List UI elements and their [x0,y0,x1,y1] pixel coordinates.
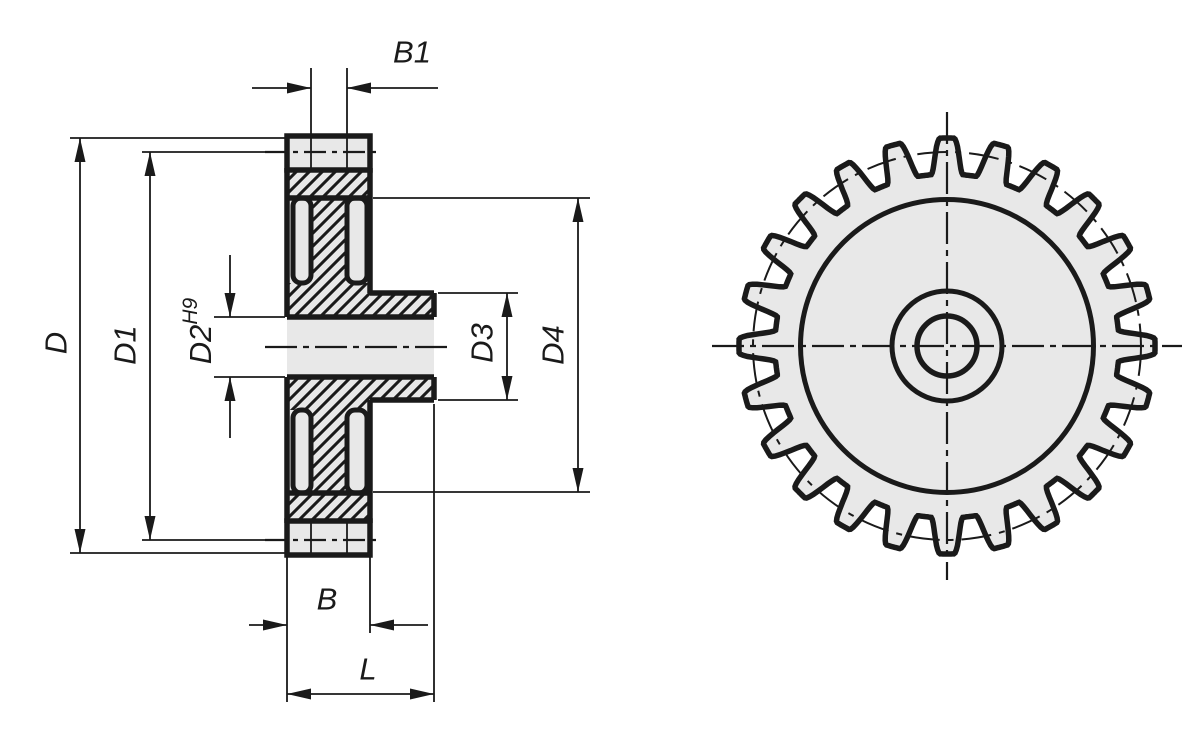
tooth-section-bottom [284,518,373,558]
dimension-arrowhead [572,468,584,492]
dimension-arrowhead [287,82,311,94]
dimension-arrowheads [74,82,584,700]
label-l: L [359,652,376,687]
dimension-arrowhead [74,138,86,162]
dimension-arrowhead [347,82,371,94]
label-d2: D2H9 [179,297,218,364]
dimension-arrowhead [74,529,86,553]
section-hatching [287,170,434,521]
dimension-arrowhead [501,293,513,317]
label-d2-tolerance: H9 [179,297,202,324]
dimension-arrowhead [287,688,311,700]
dimension-arrowhead [144,152,156,176]
front-view [712,112,1182,580]
label-d4: D4 [536,325,571,365]
label-b: B [317,582,338,617]
section-view: B1 D D1 D2H9 D3 D4 B L [39,35,590,702]
label-d: D [39,332,74,354]
dimension-arrowhead [263,619,287,631]
label-d3: D3 [465,323,500,363]
label-d1: D1 [108,325,143,365]
dimension-arrowhead [224,293,236,317]
dimension-labels: B1 D D1 D2H9 D3 D4 B L [39,35,571,687]
dimension-arrowhead [410,688,434,700]
dimension-arrowhead [224,377,236,401]
dimension-arrowhead [144,516,156,540]
dimension-arrowhead [370,619,394,631]
label-b1: B1 [393,35,431,70]
section-outlines [284,168,437,523]
dimension-arrowhead [501,376,513,400]
dimension-arrowhead [572,198,584,222]
